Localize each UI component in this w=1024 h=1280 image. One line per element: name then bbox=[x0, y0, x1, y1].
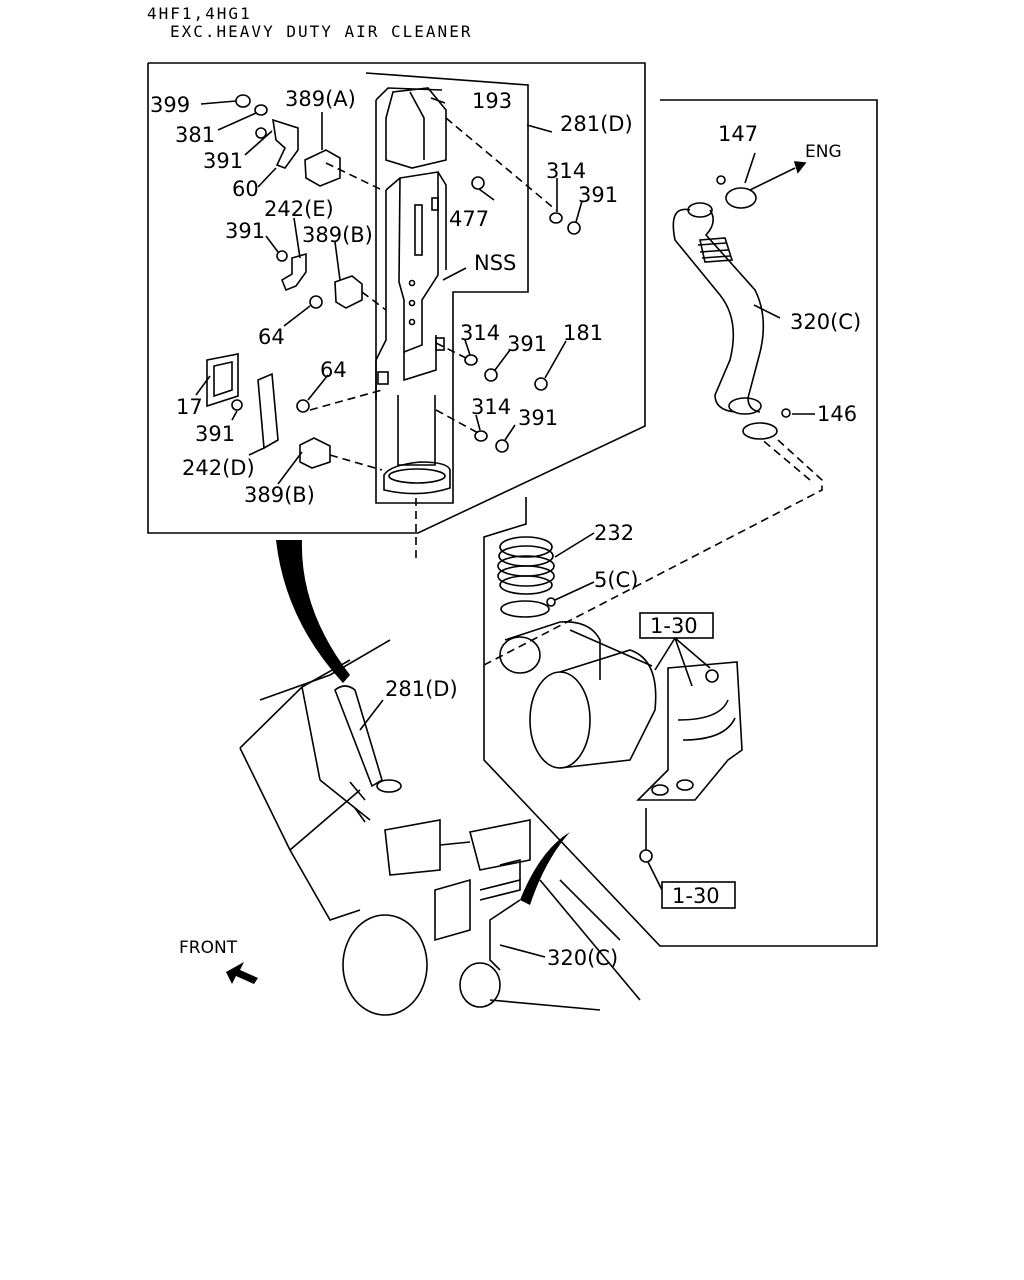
left-panel-frame bbox=[147, 62, 646, 534]
intake-hose bbox=[672, 175, 791, 440]
label-60: 60 bbox=[232, 177, 259, 201]
label-320c-truck: 320(C) bbox=[547, 946, 618, 970]
right-panel-frame bbox=[483, 99, 878, 947]
part-labels: 399 381 391 60 389(A) 193 281(D) 314 391… bbox=[150, 87, 861, 970]
label-17: 17 bbox=[176, 395, 203, 419]
label-477: 477 bbox=[449, 207, 489, 231]
ref-box-1-30-top bbox=[639, 612, 714, 639]
label-389a: 389(A) bbox=[285, 87, 356, 111]
label-314: 314 bbox=[546, 159, 586, 183]
label-1-30: 1-30 bbox=[650, 614, 698, 638]
label-314: 314 bbox=[471, 395, 511, 419]
upper-bracket-hardware bbox=[206, 94, 581, 469]
label-147: 147 bbox=[718, 122, 758, 146]
label-381: 381 bbox=[175, 123, 215, 147]
ref-box-1-30-bottom bbox=[661, 881, 736, 909]
label-193: 193 bbox=[472, 89, 512, 113]
label-391: 391 bbox=[518, 406, 558, 430]
label-391: 391 bbox=[578, 183, 618, 207]
label-389b: 389(B) bbox=[244, 483, 315, 507]
label-391: 391 bbox=[225, 219, 265, 243]
label-64: 64 bbox=[320, 358, 347, 382]
label-391: 391 bbox=[507, 332, 547, 356]
callout-arrow-left bbox=[276, 540, 350, 683]
boot-and-clamp bbox=[497, 536, 556, 618]
header-model: 4HF1,4HG1 bbox=[147, 4, 252, 23]
label-5c: 5(C) bbox=[594, 568, 638, 592]
label-320c: 320(C) bbox=[790, 310, 861, 334]
label-64: 64 bbox=[258, 325, 285, 349]
front-arrow-icon bbox=[226, 962, 258, 984]
label-232: 232 bbox=[594, 521, 634, 545]
label-146: 146 bbox=[817, 402, 857, 426]
snorkel-duct bbox=[375, 87, 451, 495]
label-eng: ENG bbox=[805, 142, 842, 162]
label-nss: NSS bbox=[474, 251, 516, 275]
cleaner-bracket bbox=[636, 661, 743, 863]
air-cleaner bbox=[499, 621, 657, 769]
label-242e: 242(E) bbox=[264, 197, 334, 221]
label-314: 314 bbox=[460, 321, 500, 345]
label-242d: 242(D) bbox=[182, 456, 255, 480]
label-181: 181 bbox=[563, 321, 603, 345]
label-front: FRONT bbox=[179, 938, 238, 958]
label-399: 399 bbox=[150, 93, 190, 117]
nss-outline bbox=[365, 72, 529, 504]
callout-arrow-right bbox=[520, 832, 570, 905]
label-391: 391 bbox=[203, 149, 243, 173]
label-1-30: 1-30 bbox=[672, 884, 720, 908]
label-281d-truck: 281(D) bbox=[385, 677, 458, 701]
label-281d: 281(D) bbox=[560, 112, 633, 136]
label-391: 391 bbox=[195, 422, 235, 446]
leader-lines-left bbox=[195, 97, 583, 485]
assembly-dashed-lines bbox=[309, 117, 811, 560]
label-389b: 389(B) bbox=[302, 223, 373, 247]
header-subtitle: EXC.HEAVY DUTY AIR CLEANER bbox=[170, 22, 473, 41]
